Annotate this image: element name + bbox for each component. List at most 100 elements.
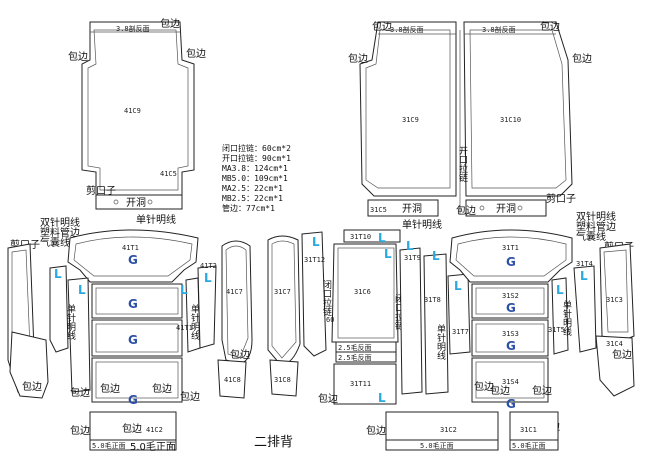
left-pillars: L L 单针明线 L 41T1 单针明线 41T2 L [49,262,217,393]
piece-41c7: 41C7 包边 41C8 [217,240,253,399]
piece-31t12: 31T12 L [301,231,327,357]
mid-bands: 2.5毛反面 2.5毛反面 [335,341,397,363]
note-6: MB2.5：22cm*1 [222,194,283,203]
right-wrap-edge-b1: 包边 [474,380,494,393]
left-open-cut: 开洞 [126,197,146,209]
right-wrap-edge-b2: 包边 [490,384,510,397]
left-wrap-edge-b4: 包边 [180,390,200,403]
left-airbag: 气囊线 [40,236,70,249]
left-bottom-band: 5.0毛正面 [92,441,126,450]
left-piping: 塑料管边 [40,226,80,239]
right-top-band-2: 3.8剖反面 [482,25,516,34]
g-mark-8: G [506,397,516,411]
label-31t9: 31T9 [404,254,421,262]
left-wrap-edge-c2: 包边 [70,424,90,437]
label-31t12: 31T12 [304,256,325,264]
piece-41c9: 3.8剖反面 包边 包边 包边 41C9 41C5 [68,17,206,196]
label-31c1: 31C1 [520,426,537,434]
label-31c5: 31C5 [370,206,387,214]
piece-31t11: 31T11 L 包边 [318,363,397,405]
label-31c4: 31C4 [606,340,623,348]
mid-c60: 60 [326,316,334,324]
label-31t1: 31T1 [502,244,519,252]
l-mark-5: L [312,235,320,249]
left-bottom-labels: 包边 包边 包边 包边 [70,382,200,403]
left-wrap-edge-l: 包边 [68,50,88,63]
g-mark-6: G [506,301,516,315]
piece-31c3: 31C3 31C4 包边 [595,243,635,397]
label-31s3: 31S3 [502,330,519,338]
l-mark-3: L [180,283,188,297]
piece-31c7: 31C7 31C8 [267,235,301,397]
left-single-stitch: 单针明线 [136,213,176,226]
left-top-band-label: 3.8剖反面 [116,24,150,33]
piece-31c6: L 31C6 闭口拉链 闭口拉链 60 [321,243,404,343]
l-mark-8: L [378,391,386,405]
label-31c9: 31C9 [402,116,419,124]
left-wrap-edge-b1: 包边 [70,386,90,399]
sheet-title: 二排背 [254,435,293,450]
piece-31t10: 31T10 L [343,229,401,245]
piece-31t9: 31T9 L [399,239,423,395]
piece-31c9: 3.8剖反面 31C9 包边 包边 [348,20,457,197]
piece-31c10: 3.8剖反面 31C10 包边 包边 [463,20,592,197]
left-wrap-edge-r: 包边 [186,47,206,60]
piece-41c2-stack: G G G [91,283,183,407]
left-stitch-labels: 双针明线 塑料管边 气囊线 剪口子 [10,216,80,251]
left-wrap-edge-top: 包边 [160,17,180,30]
label-41c2: 41C2 [146,426,163,434]
right-bottom-band: 5.0毛正面 [420,441,454,450]
mid-zip-closed-2: 闭口拉链 [393,293,404,331]
piece-41t1: 41T1 G [67,229,199,283]
left-wrap-edge-b3: 包边 [152,382,172,395]
label-41t2: 41T2 [200,262,217,270]
right-wrap-edge-r: 包边 [572,52,592,65]
g-mark-2: G [128,297,138,311]
piece-31t7: 31T7 L [447,273,471,355]
label-31t10: 31T10 [350,233,371,241]
right-open-cut: 开洞 [402,203,422,215]
label-31c7: 31C7 [274,288,291,296]
note-3: MA3.8：124cm*1 [222,164,288,173]
label-31t7: 31T7 [452,328,469,336]
notes-block: 闭口拉链：60cm*2 开口拉链：90cm*1 MA3.8：124cm*1 MB… [222,143,291,213]
left-button-hole: 剪口子 [86,184,116,197]
right-bottom-band-2: 5.0毛正面 [512,441,546,450]
label-31s4: 31S4 [502,378,519,386]
left-single-v: 单针明线 [65,303,76,340]
label-31t5: 31T5 [548,326,565,334]
right-wrap-edge-top1: 包边 [372,20,392,33]
label-41t1-b: 41T1 [176,324,193,332]
label-31c2: 31C2 [440,426,457,434]
g-mark-5: G [506,255,516,269]
label-31c8: 31C8 [274,376,291,384]
l-mark-7: L [384,247,392,261]
mid-band-25b: 2.5毛反面 [338,353,372,362]
left-wrap-edge-b2: 包边 [100,382,120,395]
l-mark-10: L [432,249,440,263]
right-wrap-edge-b3: 包边 [532,384,552,397]
mid-wrap-edge: 包边 [318,392,338,405]
right-top-band-1: 3.8剖反面 [390,25,424,34]
note-1: 闭口拉链：60cm*2 [222,143,291,153]
mid-band-25a: 2.5毛反面 [338,343,372,352]
label-41t1: 41T1 [122,244,139,252]
piece-31t8: 31T8 L 单针明线 [423,249,449,395]
label-41c7: 41C7 [226,288,243,296]
l-mark-11: L [454,279,462,293]
note-4: MB5.0：109cm*1 [222,174,288,183]
piece-41c4: 包边 [9,331,49,399]
right-button-hole: 剪口子 [546,192,576,205]
right-wrap-edge-l: 包边 [348,52,368,65]
label-31s2: 31S2 [502,292,519,300]
left-wrap-edge-c2b: 包边 [122,422,142,435]
left-twin-stitch: 双针明线 [40,216,80,229]
piece-31c5: 31C5 开洞 包边 开洞 剪口子 单针明线 [367,192,576,231]
piece-31s-stack: 31S2 G 31S3 G 31S4 G [471,283,549,411]
piece-41c2: 41C2 5.0毛正面 包边 包边 5.0毛正面 [70,411,177,453]
l-mark-4: L [204,271,212,285]
right-wrap-edge-b4: 包边 [366,424,386,437]
l-mark-6: L [378,231,386,245]
l-mark-9: L [406,239,414,253]
